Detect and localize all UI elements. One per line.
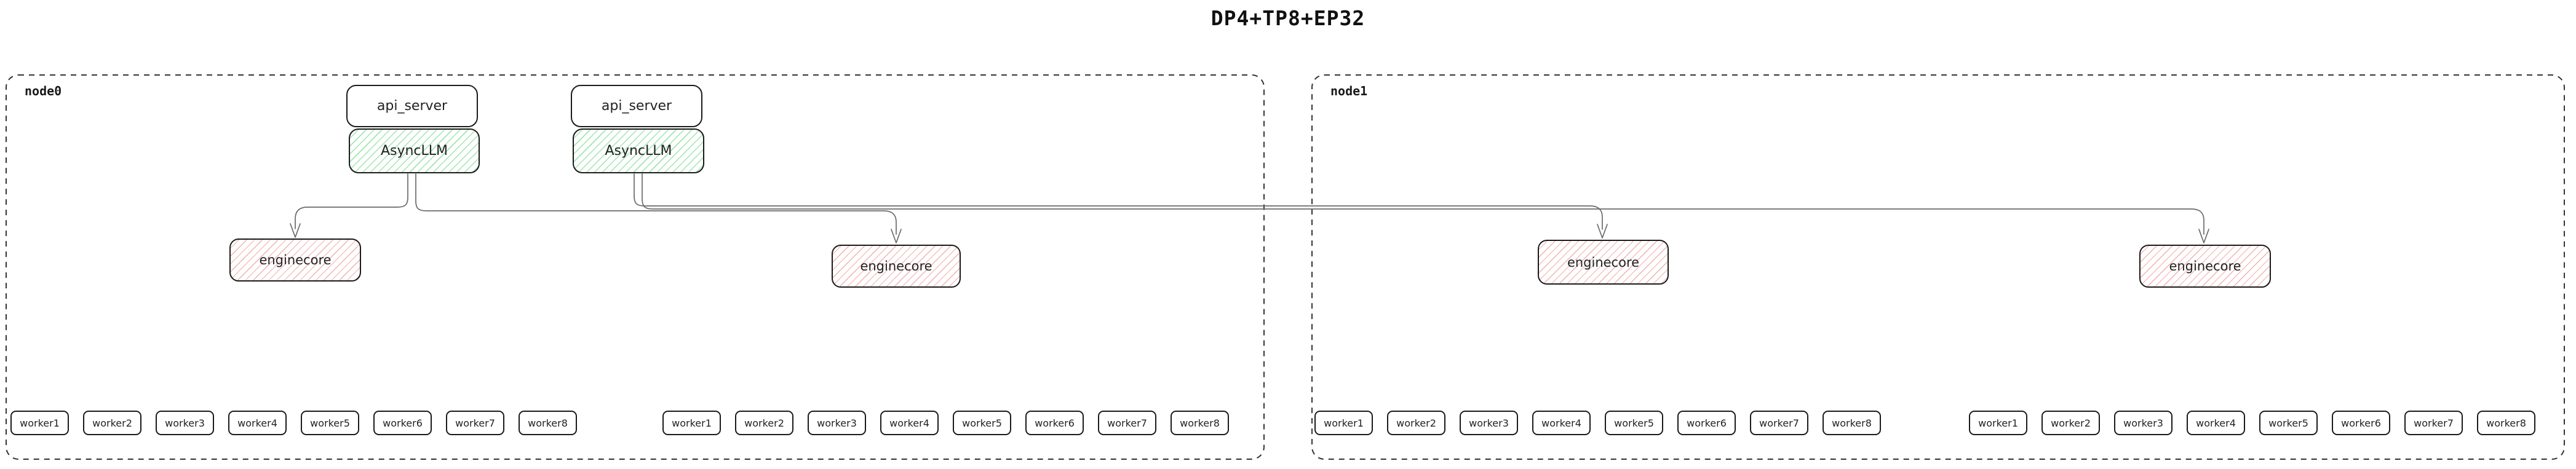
worker-box: worker1: [10, 411, 69, 435]
worker-box: worker2: [2041, 411, 2100, 435]
worker-box: worker4: [1532, 411, 1591, 435]
worker-box: worker5: [953, 411, 1011, 435]
enginecore-box-4: enginecore: [2139, 245, 2271, 288]
worker-box: worker7: [1750, 411, 1808, 435]
worker-box: worker4: [228, 411, 287, 435]
arrowhead-enginecore2: [891, 229, 902, 243]
worker-box: worker3: [2114, 411, 2173, 435]
arrowhead-enginecore3: [1597, 224, 1608, 238]
diagram-title: DP4+TP8+EP32: [1210, 6, 1366, 30]
worker-box: worker5: [301, 411, 359, 435]
worker-box: worker2: [83, 411, 141, 435]
worker-box: worker1: [1969, 411, 2027, 435]
enginecore-box-3: enginecore: [1538, 240, 1669, 285]
worker-row-3: worker1 worker2 worker3 worker4 worker5 worke…: [1314, 411, 1881, 435]
worker-box: worker8: [2477, 411, 2535, 435]
worker-box: worker5: [1605, 411, 1663, 435]
arrowhead-enginecore1: [290, 223, 301, 238]
node0-container: node0 api_server AsyncLLM api_server Asy…: [7, 76, 1263, 458]
worker-row-1: worker1 worker2 worker3 worker4 worker5 worke…: [10, 411, 577, 435]
worker-box: worker3: [1460, 411, 1518, 435]
edge-asyncllm2-enginecore3: [634, 173, 1603, 230]
worker-box: worker5: [2259, 411, 2318, 435]
edge-asyncllm1-enginecore1: [295, 173, 408, 229]
worker-box: worker8: [1823, 411, 1881, 435]
edge-asyncllm1-enginecore2: [415, 173, 897, 235]
node1-border: [1311, 74, 2565, 460]
worker-box: worker8: [519, 411, 577, 435]
worker-box: worker3: [808, 411, 866, 435]
worker-box: worker1: [1314, 411, 1373, 435]
node0-border: [6, 74, 1265, 460]
api-server-box-1: api_server: [346, 85, 478, 127]
node1-label: node1: [1330, 84, 1368, 98]
api-server-box-2: api_server: [571, 85, 702, 127]
worker-row-4: worker1 worker2 worker3 worker4 worker5 worke…: [1969, 411, 2535, 435]
enginecore-box-2: enginecore: [832, 245, 961, 288]
worker-box: worker6: [2332, 411, 2390, 435]
worker-box: worker6: [373, 411, 432, 435]
worker-row-2: worker1 worker2 worker3 worker4 worker5 worke…: [662, 411, 1229, 435]
worker-box: worker4: [880, 411, 939, 435]
arrowhead-enginecore4: [2198, 229, 2209, 243]
worker-box: worker8: [1171, 411, 1229, 435]
worker-box: worker2: [735, 411, 793, 435]
node0-label: node0: [25, 84, 62, 98]
worker-box: worker7: [446, 411, 504, 435]
worker-box: worker6: [1025, 411, 1084, 435]
worker-box: worker7: [2404, 411, 2463, 435]
worker-box: worker7: [1098, 411, 1156, 435]
asyncllm-box-2: AsyncLLM: [573, 128, 704, 173]
asyncllm-box-1: AsyncLLM: [349, 128, 480, 173]
worker-box: worker2: [1387, 411, 1445, 435]
worker-box: worker6: [1677, 411, 1736, 435]
worker-box: worker4: [2187, 411, 2245, 435]
enginecore-box-1: enginecore: [229, 238, 361, 282]
edge-asyncllm2-enginecore4: [642, 173, 2204, 235]
worker-box: worker3: [156, 411, 214, 435]
worker-box: worker1: [662, 411, 721, 435]
